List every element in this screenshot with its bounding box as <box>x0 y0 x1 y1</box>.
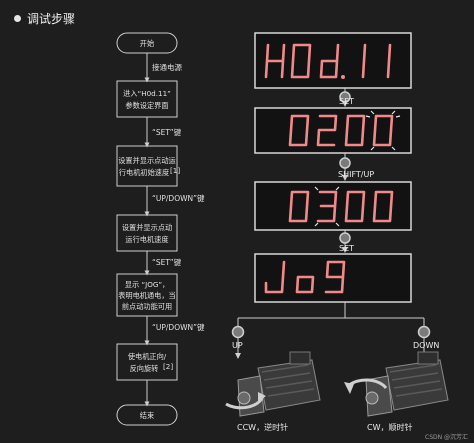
display-0200 <box>254 107 412 154</box>
flow-box5-line2: 反向旋转 <box>130 364 159 373</box>
flow-box1-line2: 参数设定界面 <box>125 101 168 110</box>
motor-cw-caption: CW，顺时针 <box>367 422 413 432</box>
watermark: CSDN @沉芳汇 <box>425 433 468 441</box>
flow-step-set-key: “SET”键 <box>152 127 182 137</box>
up-button[interactable] <box>231 325 245 339</box>
flow-box4-line3: 前点动功能可用 <box>122 302 172 311</box>
flow-box-set-initial-speed <box>116 145 178 187</box>
section-title: 调试步骤 <box>14 10 75 26</box>
flow-box2-note: [1] <box>170 166 180 175</box>
display-0300 <box>254 181 412 231</box>
flow-box4-line1: 显示 “JOG”， <box>125 280 169 289</box>
flow-step-set-key-2: “SET”键 <box>152 257 182 267</box>
flow-box2-line1: 设置并显示点动运 <box>118 156 176 165</box>
bullet-icon <box>14 14 21 22</box>
flow-step-updown-key: “UP/DOWN”键 <box>152 193 205 203</box>
set-button-2[interactable] <box>339 232 351 244</box>
set-button-2-label: SET <box>339 244 354 253</box>
down-button-label: DOWN <box>413 341 439 350</box>
shift-up-button-label: SHIFT/UP <box>338 170 374 179</box>
set-button-1[interactable] <box>339 91 351 103</box>
flowchart <box>116 32 178 426</box>
flow-box3-line1: 设置并显示点动 <box>122 223 172 232</box>
up-button-label: UP <box>232 341 243 350</box>
flow-box-set-speed <box>116 214 178 252</box>
flow-step-power: 接通电源 <box>152 62 182 72</box>
flow-box4-line2: 表明电机通电，当 <box>118 291 176 300</box>
flow-box2-line2: 行电机初始速度 <box>119 168 169 177</box>
flow-box3-line2: 运行电机速度 <box>125 235 168 244</box>
set-button-1-label: SET <box>339 97 354 106</box>
down-button[interactable] <box>417 325 431 339</box>
shift-up-button[interactable] <box>339 157 351 169</box>
motor-ccw-caption: CCW，逆时针 <box>237 422 288 432</box>
flow-box5-line1: 使电机正向/ <box>128 352 167 361</box>
flow-end-node <box>116 404 178 426</box>
flow-start-text: 开始 <box>140 39 154 48</box>
flow-box1-line1: 进入“H0d.11” <box>123 89 171 98</box>
display-jog <box>254 253 412 303</box>
motor-ccw-illustration <box>225 351 321 417</box>
flow-step-updown-key-2: “UP/DOWN”键 <box>152 322 205 332</box>
motor-cw-illustration <box>344 351 449 417</box>
flow-box-enter-param <box>116 80 178 118</box>
flow-box5-note: [2] <box>163 362 173 371</box>
display-h0d11 <box>254 32 412 89</box>
section-title-text: 调试步骤 <box>27 11 76 26</box>
flow-end-text: 结束 <box>140 411 154 420</box>
